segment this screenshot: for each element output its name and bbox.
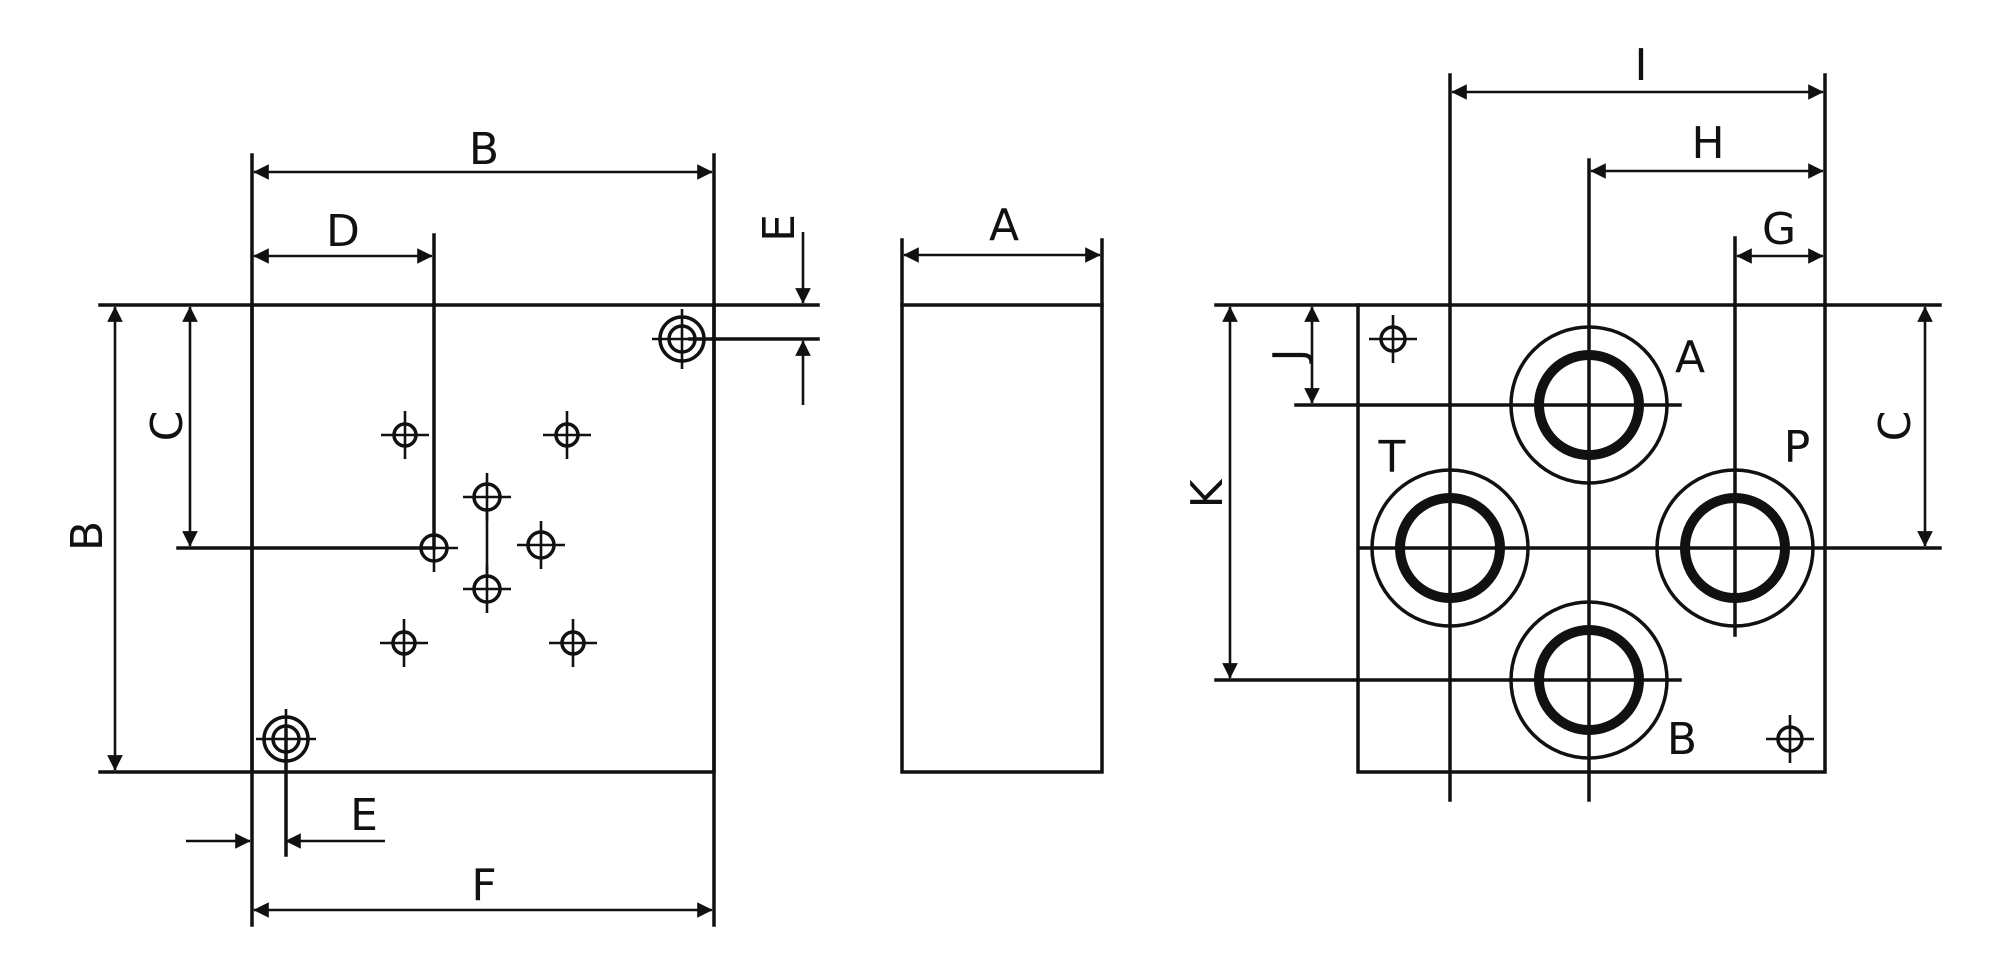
dim-d-label: D <box>326 206 360 257</box>
dim-g-label: G <box>1762 204 1796 255</box>
port-a <box>1509 325 1669 485</box>
right-view: I H G J K C <box>1182 40 1942 802</box>
small-hole-1 <box>381 411 429 459</box>
port-p <box>1655 468 1815 628</box>
side-plate-outline <box>900 303 1104 774</box>
mount-hole-right-top-left <box>1369 315 1417 363</box>
mount-hole-top-right <box>652 309 712 369</box>
dim-b-side-label: B <box>62 521 113 551</box>
small-hole-8 <box>549 619 597 667</box>
port-t <box>1370 468 1530 628</box>
dim-k-label: K <box>1182 478 1233 508</box>
port-b <box>1509 600 1669 760</box>
dim-h-label: H <box>1691 118 1724 169</box>
left-view: B D E C B E F <box>62 124 820 927</box>
dim-e-top-label: E <box>754 214 805 242</box>
small-hole-2 <box>543 411 591 459</box>
mount-hole-bottom-left <box>256 709 316 769</box>
dim-c-right-label: C <box>1870 411 1921 442</box>
port-p-label: P <box>1784 422 1811 473</box>
small-hole-3 <box>410 524 458 572</box>
side-view: A <box>900 200 1104 774</box>
mount-hole-right-bottom-right <box>1766 715 1814 763</box>
port-a-label: A <box>1675 332 1705 383</box>
dim-e-bottom-label: E <box>350 790 378 841</box>
port-t-label: T <box>1378 432 1406 483</box>
right-plate-outline <box>1356 303 1827 774</box>
dim-c-label: C <box>142 411 193 442</box>
dim-i-label: I <box>1635 40 1648 91</box>
dim-f-label: F <box>471 860 496 911</box>
small-hole-5 <box>517 521 565 569</box>
port-b-label: B <box>1667 714 1697 765</box>
small-hole-7 <box>380 619 428 667</box>
dim-a-label: A <box>989 200 1019 251</box>
dim-b-top-label: B <box>469 124 499 175</box>
dim-j-label: J <box>1264 349 1315 365</box>
left-plate-outline <box>250 303 716 774</box>
